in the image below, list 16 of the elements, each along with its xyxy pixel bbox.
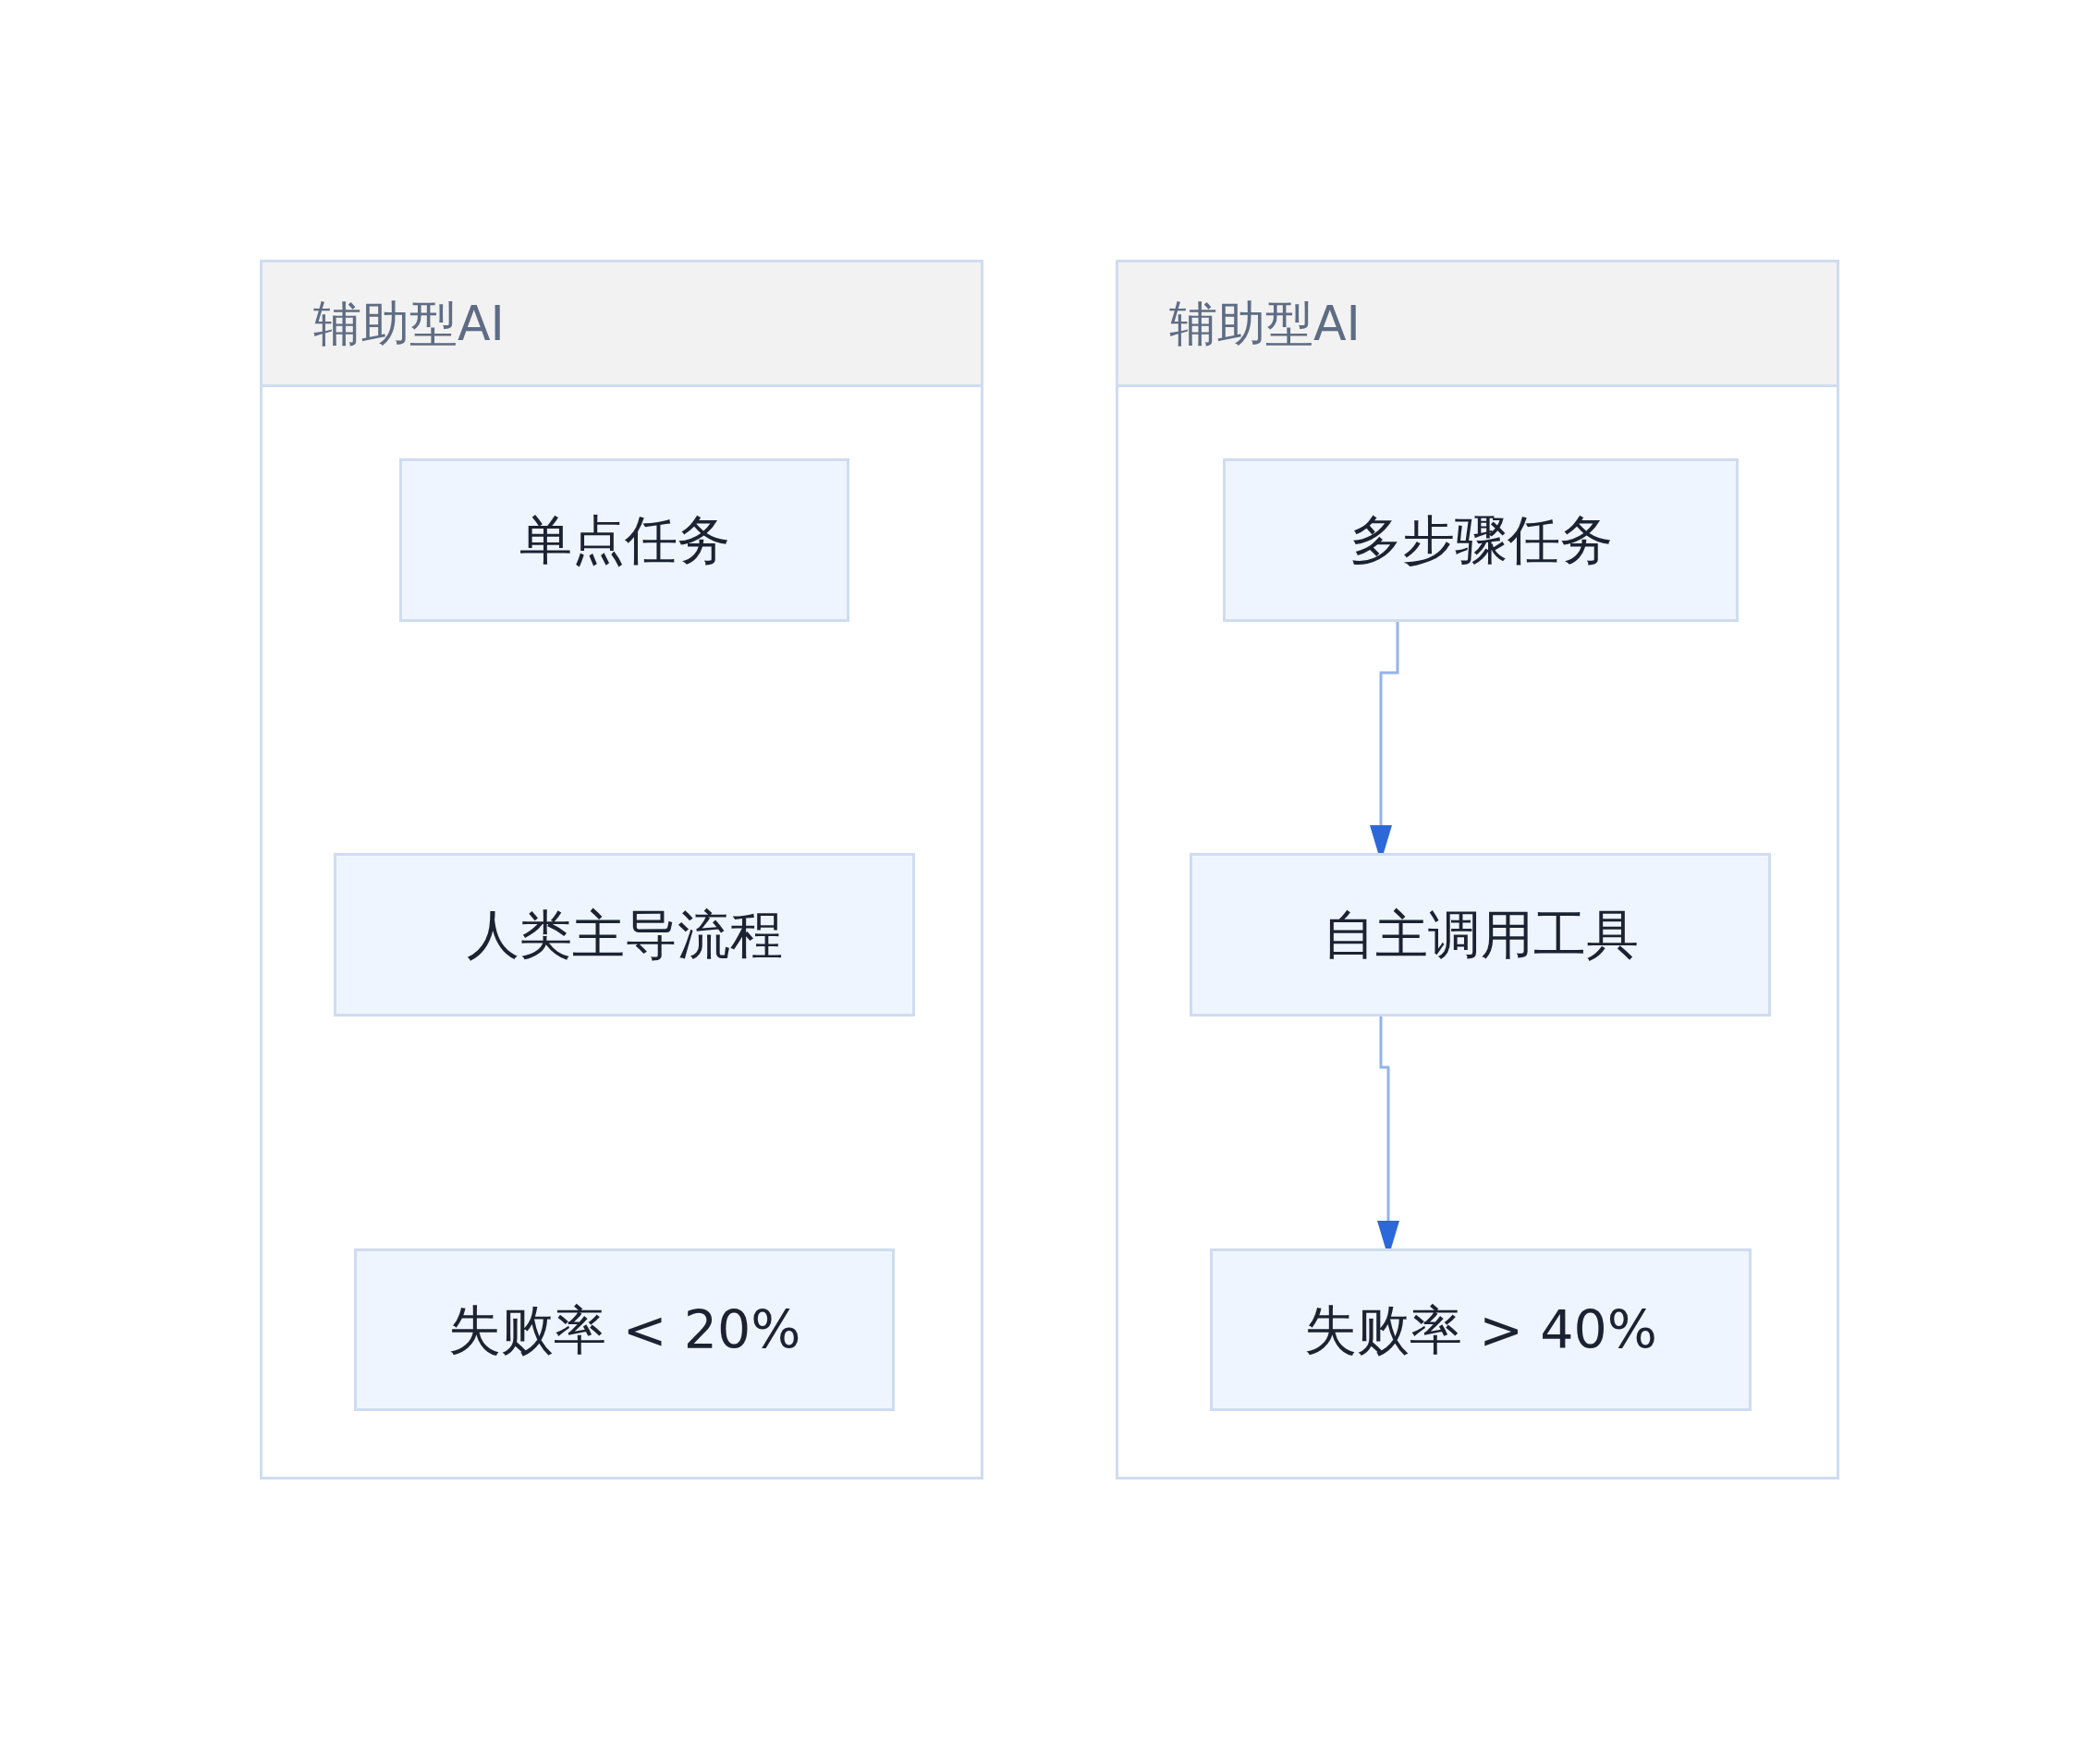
node-label: 多步骤任务 xyxy=(1349,508,1613,572)
node-label: 自主调用工具 xyxy=(1322,903,1639,967)
process-box xyxy=(399,458,849,622)
process-box xyxy=(1210,1248,1752,1411)
node-label: 人类主导流程 xyxy=(466,903,783,967)
group-header: 辅助型AI xyxy=(1118,262,1837,387)
process-box xyxy=(334,853,915,1017)
process-box xyxy=(1190,853,1771,1017)
group-container xyxy=(1116,260,1839,1479)
group-header: 辅助型AI xyxy=(262,262,981,387)
process-box xyxy=(1223,458,1739,622)
node-label: 单点任务 xyxy=(519,508,730,572)
node-label: 失败率 > 40% xyxy=(1304,1297,1657,1362)
process-box xyxy=(354,1248,895,1411)
group-container xyxy=(260,260,983,1479)
node-label: 失败率 < 20% xyxy=(447,1297,801,1362)
